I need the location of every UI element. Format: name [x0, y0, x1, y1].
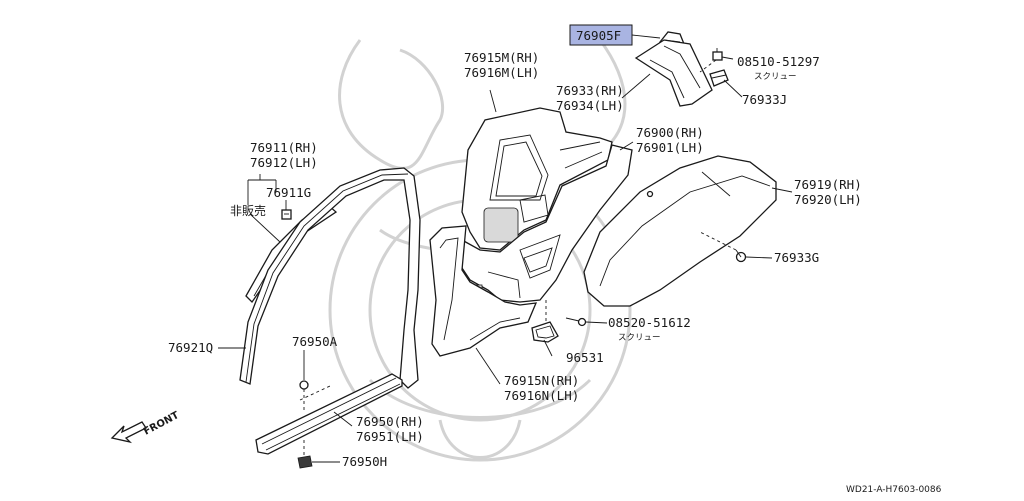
part-08510-51297-screw[interactable]	[699, 48, 723, 73]
label-76951-lh[interactable]: 76951(LH)	[356, 429, 424, 444]
part-76950a-clip[interactable]	[299, 380, 309, 410]
label-76916n-lh[interactable]: 76916N(LH)	[504, 388, 579, 403]
label-08510-51297[interactable]: 08510-51297	[737, 54, 820, 69]
label-76933g[interactable]: 76933G	[774, 250, 819, 265]
highlight-76905f	[569, 24, 633, 46]
label-76919-rh[interactable]: 76919(RH)	[794, 177, 862, 192]
label-76905f[interactable]: 76905F	[576, 28, 621, 43]
label-76921q[interactable]: 76921Q	[168, 340, 213, 355]
label-76950h[interactable]: 76950H	[342, 454, 387, 469]
part-76915m-quarter-trim[interactable]	[461, 107, 613, 251]
front-arrow-icon	[110, 421, 147, 444]
part-76950-kicking-plate[interactable]	[255, 373, 403, 455]
part-76919-trunk-side-trim[interactable]	[583, 155, 777, 307]
label-not-for-sale: 非販売	[230, 203, 266, 218]
part-76933j-clip[interactable]	[709, 69, 729, 87]
part-76911g-clip[interactable]	[281, 209, 292, 220]
label-76901-lh[interactable]: 76901(LH)	[636, 140, 704, 155]
part-76915n-lower-trim[interactable]	[429, 225, 538, 357]
label-76915m-rh[interactable]: 76915M(RH)	[464, 50, 539, 65]
part-76921q-weatherstrip[interactable]	[239, 167, 421, 389]
label-76950a[interactable]: 76950A	[292, 334, 338, 349]
label-76916m-lh[interactable]: 76916M(LH)	[464, 65, 539, 80]
label-76934-lh[interactable]: 76934(LH)	[556, 98, 624, 113]
part-76933g-clip[interactable]	[735, 249, 747, 263]
label-76911-rh[interactable]: 76911(RH)	[250, 140, 318, 155]
part-76933-pillar-trim[interactable]	[634, 39, 713, 107]
part-96531-cover[interactable]	[531, 321, 559, 343]
label-76911g[interactable]: 76911G	[266, 185, 311, 200]
label-76900-rh[interactable]: 76900(RH)	[636, 125, 704, 140]
label-76950-rh[interactable]: 76950(RH)	[356, 414, 424, 429]
leader-lines	[218, 34, 793, 463]
label-76912-lh[interactable]: 76912(LH)	[250, 155, 318, 170]
label-08520-51612[interactable]: 08520-51612	[608, 315, 691, 330]
label-08510-screw-note: スクリュー	[754, 72, 797, 82]
label-96531[interactable]: 96531	[566, 350, 604, 365]
label-76933-rh[interactable]: 76933(RH)	[556, 83, 624, 98]
label-76915n-rh[interactable]: 76915N(RH)	[504, 373, 579, 388]
label-76933j[interactable]: 76933J	[742, 92, 787, 107]
label-76920-lh[interactable]: 76920(LH)	[794, 192, 862, 207]
label-08520-screw-note: スクリュー	[618, 333, 661, 343]
part-08520-51612-screw[interactable]	[545, 300, 587, 327]
diagram-reference-code: WD21-A-H7603-0086	[846, 485, 942, 495]
front-label: FRONT	[142, 410, 181, 438]
part-76950h-clip[interactable]	[297, 440, 313, 469]
